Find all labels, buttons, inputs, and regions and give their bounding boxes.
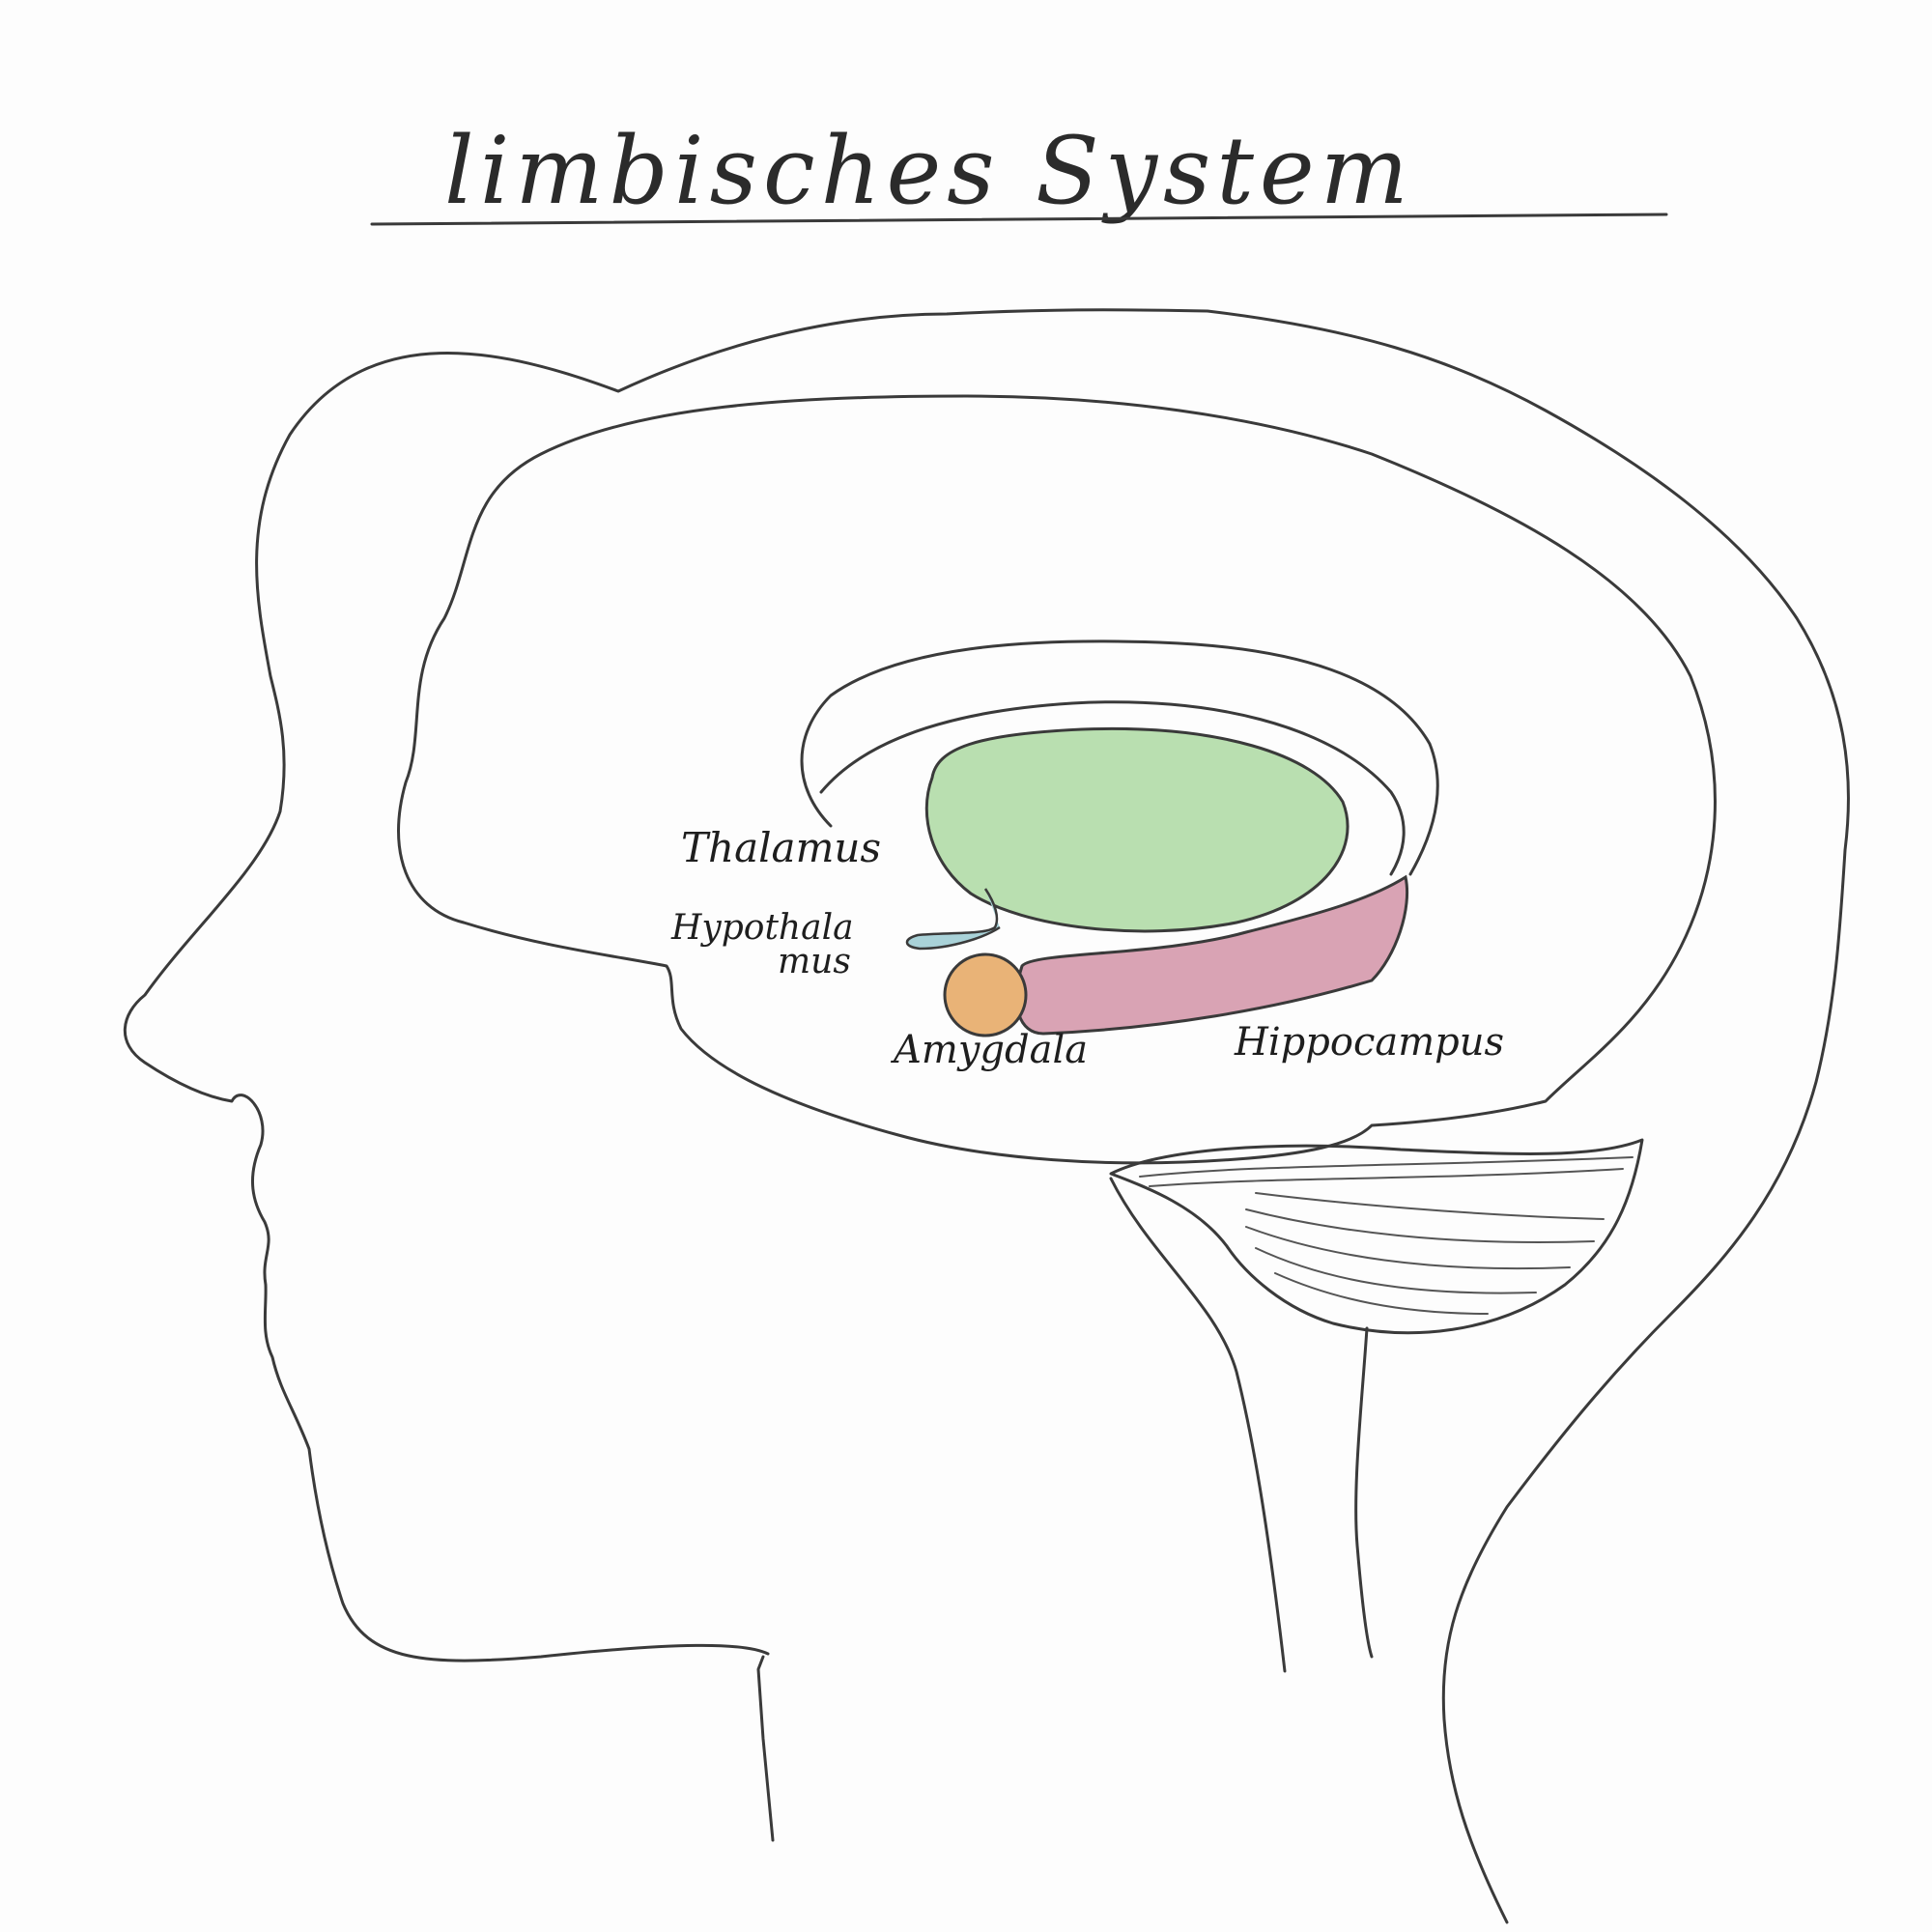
cerebellum	[1109, 1138, 1644, 1335]
title-underline	[370, 213, 1668, 226]
label-hypothalamus-line2: mus	[778, 942, 851, 981]
thalamus-shape	[924, 726, 1350, 933]
label-hypothalamus-line1: Hypothala	[670, 908, 854, 948]
label-amygdala: Amygdala	[890, 1028, 1088, 1072]
amygdala-shape	[943, 952, 1028, 1037]
cerebellum-outline	[1109, 1138, 1644, 1335]
limbic-arch	[800, 639, 1439, 876]
brain-stem	[1109, 1177, 1374, 1673]
hippocampus-shape	[1014, 874, 1409, 1036]
label-thalamus: Thalamus	[681, 824, 881, 871]
head-outline	[123, 308, 1850, 1924]
diagram-title: limbisches System	[444, 117, 1414, 225]
hypothalamus-shape	[905, 888, 1001, 951]
brain-outline	[397, 394, 1717, 1165]
label-hippocampus: Hippocampus	[1234, 1020, 1504, 1065]
